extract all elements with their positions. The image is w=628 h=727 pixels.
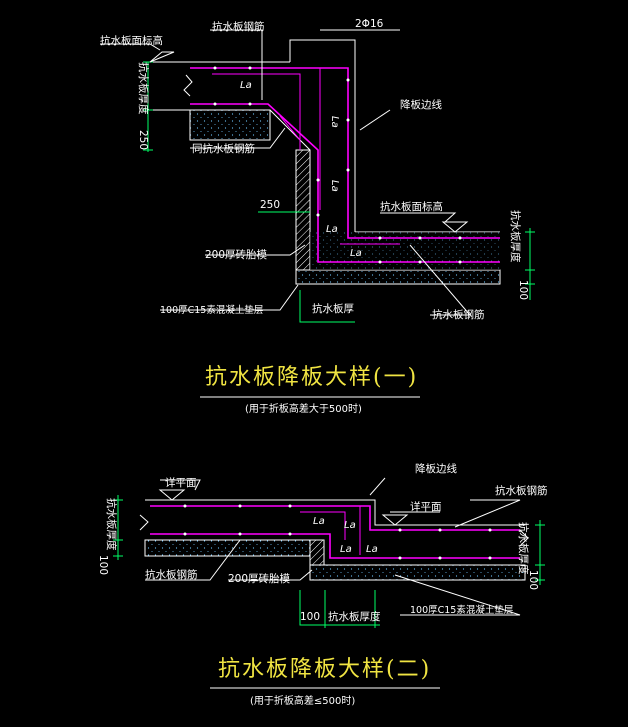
label2-thk-r: 抗水板厚度 bbox=[517, 522, 530, 575]
label-dim250a: 250 bbox=[137, 130, 149, 150]
rebar-diagonal bbox=[279, 115, 301, 141]
upper-cushion bbox=[189, 109, 271, 141]
rebar-la-2a bbox=[300, 511, 346, 540]
elev-mark-1 bbox=[149, 51, 175, 63]
leader-rebar-l bbox=[145, 539, 241, 581]
rebar-top-2 bbox=[150, 505, 520, 531]
rebar-dots-2 bbox=[183, 504, 492, 560]
elev-mark-3 bbox=[158, 489, 186, 501]
leader-drop2 bbox=[369, 477, 386, 496]
elev-mark-4 bbox=[381, 514, 409, 526]
lower-cushion bbox=[295, 269, 501, 285]
label-la2: La bbox=[329, 116, 340, 128]
leader-drop-line bbox=[359, 109, 391, 131]
label-la1: La bbox=[240, 80, 252, 91]
brick-mould bbox=[295, 149, 311, 271]
label2-la3: La bbox=[340, 544, 352, 555]
rebar-top-main bbox=[190, 67, 500, 239]
left-cushion bbox=[144, 539, 311, 557]
label2-dim100l: 100 bbox=[97, 555, 109, 575]
detail1-subtitle: (用于折板高差大于500时) bbox=[245, 402, 362, 415]
rebar-la-1 bbox=[212, 73, 301, 150]
leader-rebar-bot bbox=[409, 244, 472, 316]
label2-flat2: 详平面 bbox=[410, 500, 442, 513]
label2-rebar-l: 抗水板钢筋 bbox=[145, 568, 198, 581]
label-la4: La bbox=[350, 248, 362, 259]
label-thk-v2: 抗水板厚度 bbox=[509, 210, 522, 263]
label-thk-v: 抗水板厚度 bbox=[137, 62, 150, 115]
dim-line-bottom bbox=[299, 290, 355, 323]
label2-la4: La bbox=[366, 544, 378, 555]
label-dia: 2Φ16 bbox=[355, 18, 384, 30]
leader-cushion2 bbox=[394, 574, 521, 616]
detail1-title: 抗水板降板大样(一) bbox=[205, 365, 418, 390]
break-line-2l bbox=[139, 514, 149, 531]
slab-top-line bbox=[145, 499, 525, 526]
leader-top-elev bbox=[100, 43, 161, 51]
leader-flat1 bbox=[160, 479, 201, 491]
label-dim250b: 250 bbox=[260, 199, 280, 211]
label-thk-h: 抗水板厚 bbox=[312, 302, 354, 315]
label2-cushion: 100厚C15素混凝土垫层 bbox=[410, 604, 513, 616]
label-dim100: 100 bbox=[517, 280, 529, 300]
label2-thk-l: 抗水板厚度 bbox=[105, 498, 118, 551]
label-rebar-bot: 抗水板钢筋 bbox=[432, 308, 485, 321]
detail2-drawing bbox=[113, 477, 545, 689]
right-cushion bbox=[309, 564, 526, 581]
detail2-title: 抗水板降板大样(二) bbox=[218, 657, 431, 682]
label-elev2: 抗水板面标高 bbox=[380, 200, 443, 213]
label2-flat1: 详平面 bbox=[165, 476, 197, 489]
leader-same-rebar bbox=[190, 127, 286, 149]
label2-rebar-r: 抗水板钢筋 bbox=[495, 484, 548, 497]
label2-brick: 200厚砖胎模 bbox=[228, 572, 291, 585]
label-la5: La bbox=[326, 224, 338, 235]
label-la3: La bbox=[329, 180, 340, 192]
label-cushion: 100厚C15素混凝土垫层 bbox=[160, 304, 263, 316]
leader-brick bbox=[205, 244, 306, 256]
label2-la1: La bbox=[313, 516, 325, 527]
leader-rebar-top bbox=[210, 29, 263, 100]
label2-thk-b: 抗水板厚度 bbox=[328, 610, 381, 623]
label2-drop-line: 降板边线 bbox=[415, 462, 457, 475]
wall-right-line bbox=[289, 39, 356, 232]
dim2-bottom bbox=[299, 590, 380, 626]
label-brick: 200厚砖胎模 bbox=[205, 248, 268, 261]
label2-dim100r: 100 bbox=[527, 570, 539, 590]
leader-elev2 bbox=[380, 212, 457, 223]
break-line-2r bbox=[519, 529, 529, 547]
label-top-elev: 抗水板面标高 bbox=[100, 34, 163, 47]
leader-rebar-r bbox=[454, 499, 521, 528]
detail1-drawing bbox=[100, 29, 535, 398]
label-same-rebar: 同抗水板钢筋 bbox=[192, 142, 255, 155]
detail2-subtitle: (用于折板高差≤500时) bbox=[250, 694, 355, 707]
label-rebar-top: 抗水板钢筋 bbox=[212, 20, 265, 33]
label2-dim100b: 100 bbox=[300, 611, 320, 623]
label-drop-line: 降板边线 bbox=[400, 98, 442, 111]
break-line bbox=[183, 74, 193, 97]
label2-la2: La bbox=[344, 520, 356, 531]
leader-cushion bbox=[160, 284, 299, 311]
rebar-dots bbox=[213, 66, 462, 264]
leader-brick2 bbox=[228, 569, 313, 581]
elev-mark-2 bbox=[441, 221, 469, 233]
